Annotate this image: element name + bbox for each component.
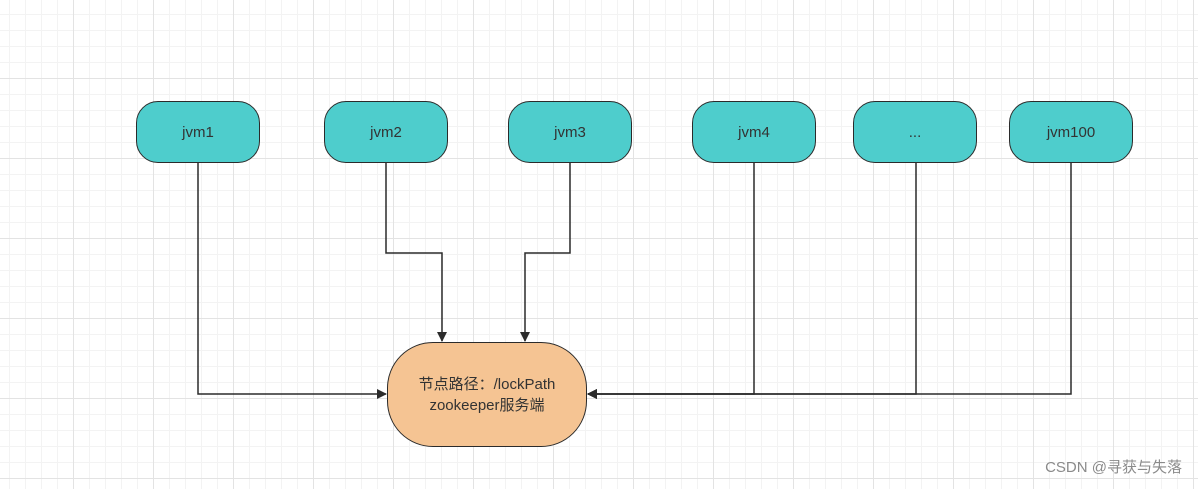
- node-jvm4-label: jvm4: [738, 123, 770, 141]
- edge-ellipsis-to-server: [587, 163, 917, 399]
- edge-jvm2-to-server: [385, 163, 447, 342]
- edge-jvm1-to-server: [197, 163, 387, 399]
- node-jvm4[interactable]: jvm4: [692, 101, 816, 163]
- node-jvm3[interactable]: jvm3: [508, 101, 632, 163]
- node-jvm2[interactable]: jvm2: [324, 101, 448, 163]
- node-ellipsis-label: ...: [908, 123, 922, 141]
- node-jvm100[interactable]: jvm100: [1009, 101, 1133, 163]
- server-name-label: zookeeper服务端: [429, 396, 545, 414]
- node-jvm1[interactable]: jvm1: [136, 101, 260, 163]
- node-jvm1-label: jvm1: [182, 123, 214, 141]
- csdn-watermark: CSDN @寻获与失落: [1045, 459, 1182, 476]
- edge-jvm3-to-server: [520, 163, 571, 342]
- server-path-label: 节点路径：/lockPath: [418, 375, 556, 393]
- node-jvm100-label: jvm100: [1046, 123, 1096, 141]
- zookeeper-server-node[interactable]: 节点路径：/lockPath zookeeper服务端: [387, 342, 587, 447]
- node-jvm2-label: jvm2: [370, 123, 402, 141]
- edge-jvm4-to-server: [587, 163, 755, 399]
- node-ellipsis[interactable]: ...: [853, 101, 977, 163]
- node-jvm3-label: jvm3: [554, 123, 586, 141]
- edge-jvm100-to-server: [587, 163, 1072, 399]
